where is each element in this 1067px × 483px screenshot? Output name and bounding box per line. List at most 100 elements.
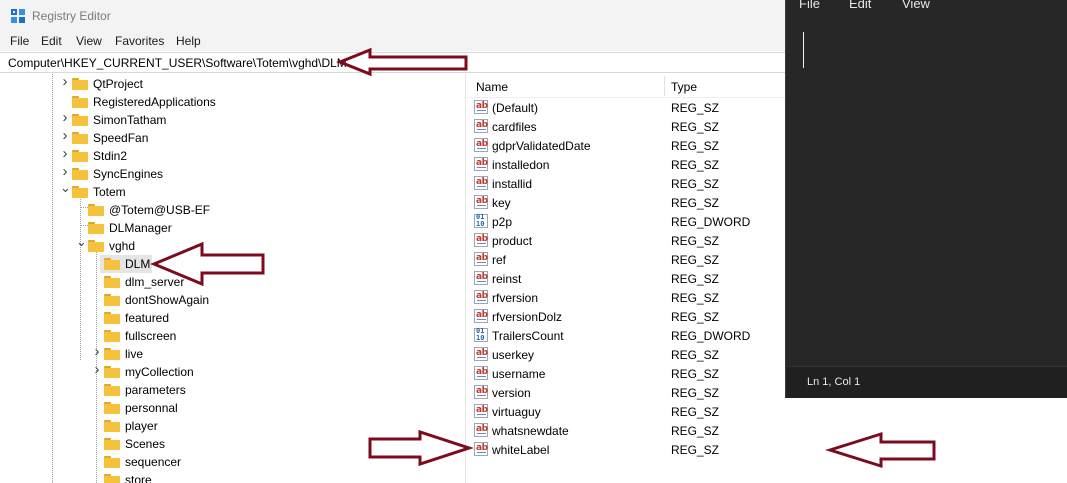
string-value-icon: ab	[474, 176, 488, 190]
tree-item-totem-usb-ef[interactable]: @Totem@USB-EF	[0, 201, 460, 219]
tree-item-sequencer[interactable]: sequencer	[0, 453, 460, 471]
column-type-header[interactable]: Type	[671, 80, 698, 94]
chevron-down-icon[interactable]: ⌄	[60, 180, 71, 195]
menu-view[interactable]: View	[76, 34, 102, 48]
string-value-icon: ab	[474, 138, 488, 152]
annotation-arrow-whitelabel-name	[368, 429, 474, 467]
value-type: REG_SZ	[671, 272, 720, 286]
chevron-right-icon[interactable]: ›	[62, 109, 68, 126]
tree-item-label: parameters	[125, 383, 186, 397]
tree-item-speedfan[interactable]: ›SpeedFan	[0, 127, 460, 147]
value-type: REG_DWORD	[671, 329, 751, 343]
value-name: ref	[492, 253, 507, 267]
tree-item-label: live	[125, 347, 144, 361]
chevron-right-icon[interactable]: ›	[62, 145, 68, 162]
tree-item-store[interactable]: store	[0, 471, 460, 483]
folder-icon	[72, 95, 88, 108]
tree-item-fullscreen[interactable]: fullscreen	[0, 327, 460, 345]
tree-item-live[interactable]: › live	[0, 343, 460, 363]
folder-icon	[104, 383, 120, 396]
value-type: REG_DWORD	[671, 215, 751, 229]
tree-item-totem[interactable]: ⌄Totem	[0, 180, 460, 201]
value-row-default[interactable]: ab(Default)REG_SZ	[467, 98, 785, 117]
tree-item-label: store	[125, 473, 152, 483]
value-type: REG_SZ	[671, 291, 720, 305]
tree-item-parameters[interactable]: parameters	[0, 381, 460, 399]
chevron-down-icon[interactable]: ⌄	[76, 234, 87, 249]
tree-item-stdin2[interactable]: › Stdin2	[0, 145, 460, 165]
address-path[interactable]: Computer\HKEY_CURRENT_USER\Software\Tote…	[8, 56, 347, 70]
tree-item-personnal[interactable]: personnal	[0, 399, 460, 417]
tree-item-label: QtProject	[93, 77, 144, 91]
value-type: REG_SZ	[671, 253, 720, 267]
tree-item-dontshowagain[interactable]: dontShowAgain	[0, 291, 460, 309]
value-row-userkey[interactable]: ab userkey REG_SZ	[467, 345, 785, 364]
tree-item-syncengines[interactable]: › SyncEngines	[0, 163, 460, 183]
address-bar[interactable]: Computer\HKEY_CURRENT_USER\Software\Tote…	[0, 52, 785, 73]
tree-item-label: vghd	[109, 239, 136, 253]
tree-item-label: featured	[125, 311, 170, 325]
tree-item-dlm-server[interactable]: dlm_server	[0, 273, 460, 291]
tree-item-label: SyncEngines	[93, 167, 164, 181]
tree-item-label: Stdin2	[93, 149, 128, 163]
tree-item-featured[interactable]: featured	[0, 309, 460, 327]
annotation-arrow-address	[335, 47, 468, 77]
tree-item-qtproject[interactable]: › QtProject	[0, 74, 460, 93]
string-value-icon: ab	[474, 347, 488, 361]
value-name: userkey	[492, 348, 535, 362]
tree-item-player[interactable]: player	[0, 417, 460, 435]
tree-item-dlm[interactable]: DLM	[0, 255, 460, 273]
string-value-icon: ab	[474, 271, 488, 285]
tree-item-label: fullscreen	[125, 329, 177, 343]
column-name-header[interactable]: Name	[476, 80, 509, 94]
chevron-right-icon[interactable]: ›	[62, 163, 68, 180]
tree-item-label: personnal	[125, 401, 178, 415]
menu-file[interactable]: File	[10, 34, 30, 48]
menu-edit[interactable]: Edit	[41, 34, 62, 48]
value-name: whiteLabel	[492, 443, 550, 457]
notepad-menu-file[interactable]: File	[799, 0, 820, 11]
notepad-menu-edit[interactable]: Edit	[849, 0, 872, 11]
column-separator[interactable]	[664, 76, 665, 96]
chevron-right-icon[interactable]: ›	[62, 74, 68, 90]
menu-help[interactable]: Help	[176, 34, 201, 48]
value-row-reinst[interactable]: ab reinst REG_SZ	[467, 269, 785, 288]
chevron-right-icon[interactable]: ›	[94, 343, 100, 360]
tree-item-label: SimonTatham	[93, 113, 167, 127]
tree-item-dlmanager[interactable]: DLManager	[0, 219, 460, 237]
chevron-right-icon[interactable]: ›	[62, 127, 68, 144]
tree-item-label: myCollection	[125, 365, 194, 379]
tree-item-vghd[interactable]: ⌄ vghd	[0, 234, 460, 255]
chevron-right-icon[interactable]: ›	[94, 361, 100, 378]
tree-item-scenes[interactable]: Scenes	[0, 435, 460, 453]
tree-item-simontatham[interactable]: › SimonTatham	[0, 109, 460, 129]
value-name: reinst	[492, 272, 522, 286]
value-name: version	[492, 386, 531, 400]
tree-item-mycollection[interactable]: › myCollection	[0, 361, 460, 381]
menu-favorites[interactable]: Favorites	[115, 34, 165, 48]
tree-item-registeredapplications[interactable]: RegisteredApplications	[0, 93, 460, 111]
notepad-menu-view[interactable]: View	[902, 0, 930, 11]
notepad-text-cursor[interactable]	[803, 32, 804, 68]
folder-icon	[72, 77, 88, 90]
value-type: REG_SZ	[671, 348, 720, 362]
tree-item-label: sequencer	[125, 455, 182, 469]
